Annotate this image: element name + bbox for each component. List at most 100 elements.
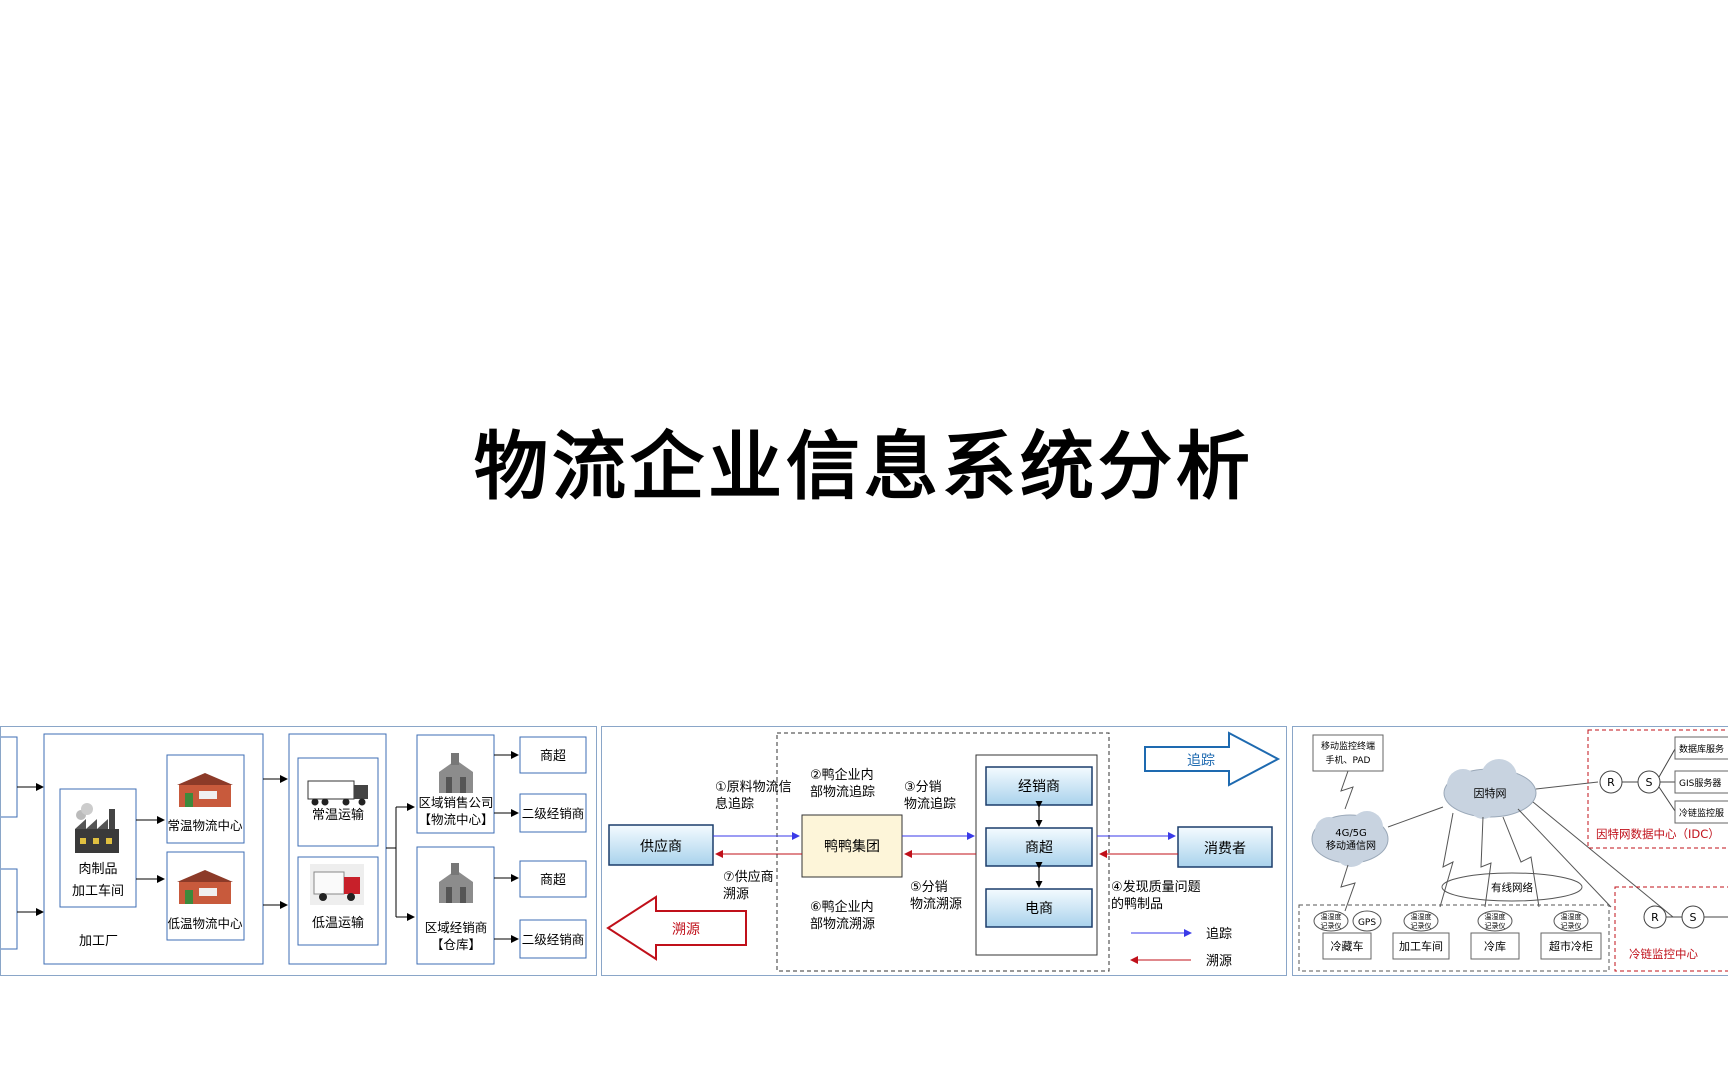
step5-line2: 物流溯源 bbox=[910, 896, 962, 912]
group-label: 鸭鸭集团 bbox=[824, 838, 880, 855]
ecommerce-label: 电商 bbox=[1025, 901, 1053, 917]
trace-flow-diagram: 供应商 鸭鸭集团 经销商 商超 电商 消费者 ①原料物流信 息追踪 ②鸭企业内 … bbox=[601, 726, 1287, 976]
idc-gis-label: GIS服务器 bbox=[1679, 777, 1721, 789]
recorder-1 bbox=[1313, 910, 1349, 932]
recorder-2-line1: 温湿度 bbox=[1411, 912, 1432, 921]
secondary-dealer-box-b bbox=[519, 919, 587, 959]
recorder-2-line2: 记录仪 bbox=[1411, 922, 1432, 930]
regional-sales-box bbox=[416, 734, 495, 834]
secondary-dealer-b-label: 二级经销商 bbox=[522, 932, 585, 947]
recorder-3 bbox=[1477, 910, 1513, 932]
mobile-network-line1: 4G/5G bbox=[1335, 828, 1367, 839]
secondary-dealer-a-label: 二级经销商 bbox=[522, 806, 585, 821]
supermarket-label: 商超 bbox=[1025, 840, 1053, 856]
supermarket-box-b bbox=[519, 860, 587, 898]
idc-cold-box bbox=[1674, 800, 1728, 824]
mobile-network-line2: 移动通信网 bbox=[1326, 839, 1376, 852]
idc-router-label: R bbox=[1607, 776, 1615, 789]
cold-center-box bbox=[166, 851, 245, 941]
regional-sales-line2: 【物流中心】 bbox=[418, 812, 493, 827]
recorder-4-line2: 记录仪 bbox=[1561, 922, 1582, 930]
recorder-1-line1: 温湿度 bbox=[1321, 912, 1342, 921]
mobile-terminal-line2: 手机、PAD bbox=[1326, 754, 1371, 766]
big-trace-label: 追踪 bbox=[1187, 753, 1215, 769]
dealer-label: 经销商 bbox=[1018, 779, 1060, 795]
regional-dealer-line2: 【仓库】 bbox=[431, 937, 481, 952]
wired-network-label: 有线网络 bbox=[1491, 881, 1533, 894]
cold-center-area bbox=[1614, 886, 1728, 972]
cold-transport-label: 低温运输 bbox=[312, 915, 364, 931]
ambient-transport-box bbox=[297, 757, 379, 847]
gps-label: GPS bbox=[1358, 918, 1376, 928]
wired-network bbox=[1441, 872, 1583, 902]
secondary-dealer-box-a bbox=[519, 793, 587, 833]
ecommerce-box bbox=[985, 888, 1093, 928]
truck-icon bbox=[307, 780, 368, 806]
step7-line2: 溯源 bbox=[723, 886, 749, 902]
big-trace-arrow: 追踪 bbox=[1144, 731, 1281, 787]
idc-db-label: 数据库服务 bbox=[1679, 743, 1724, 755]
consumer-box bbox=[1177, 826, 1273, 868]
idc-gis-box bbox=[1674, 770, 1728, 794]
big-source-label: 溯源 bbox=[672, 922, 700, 938]
cold-router-label: R bbox=[1651, 911, 1659, 924]
supermarket-a-label: 商超 bbox=[540, 749, 566, 764]
ambient-center-label: 常温物流中心 bbox=[167, 818, 243, 833]
idc-cold-label: 冷链监控服 bbox=[1679, 807, 1724, 819]
mobile-network-cloud bbox=[1311, 811, 1389, 867]
recorder-1-line2: 记录仪 bbox=[1321, 922, 1342, 930]
consumer-label: 消费者 bbox=[1204, 841, 1246, 857]
idc-label: 因特网数据中心（IDC） bbox=[1596, 827, 1720, 841]
cold-switch-label: S bbox=[1690, 911, 1697, 924]
recorder-4 bbox=[1553, 910, 1589, 932]
cold-transport-box bbox=[297, 856, 379, 946]
supply-chain-diagram: 加工厂 肉制品 加工车间 常温物流中心 低温物流中心 bbox=[0, 726, 597, 976]
recorder-4-line1: 温湿度 bbox=[1561, 912, 1582, 921]
step3-line1: ③分销 bbox=[904, 780, 942, 795]
supermarket-box-a bbox=[519, 736, 587, 774]
step1-line1: ①原料物流信 bbox=[715, 780, 792, 795]
site-coldstore-box bbox=[1470, 932, 1520, 960]
cut-box-bottom bbox=[1, 868, 18, 950]
group-box bbox=[801, 814, 903, 878]
recorder-3-line2: 记录仪 bbox=[1485, 922, 1506, 930]
step5-line1: ⑤分销 bbox=[910, 880, 948, 895]
workshop-box bbox=[59, 788, 137, 908]
wireless-link-bottom bbox=[1340, 864, 1356, 912]
recorder-2 bbox=[1403, 910, 1439, 932]
step6-line1: ⑥鸭企业内 bbox=[810, 899, 874, 915]
site-cabinet-label: 超市冷柜 bbox=[1549, 939, 1593, 953]
warehouse-icon bbox=[177, 773, 233, 807]
site-coldstore-label: 冷库 bbox=[1484, 940, 1506, 953]
regional-dealer-box bbox=[416, 846, 495, 965]
big-source-arrow: 溯源 bbox=[606, 895, 747, 961]
step4-line1: ④发现质量问题 bbox=[1111, 879, 1201, 895]
transport-box bbox=[288, 733, 387, 965]
factory-icon bbox=[75, 803, 119, 853]
step4-line2: 的鸭制品 bbox=[1111, 896, 1163, 912]
internet-cloud bbox=[1443, 759, 1537, 819]
building-icon bbox=[439, 753, 473, 793]
regional-sales-line1: 区域销售公司 bbox=[418, 795, 493, 810]
step3-line2: 物流追踪 bbox=[904, 796, 956, 812]
cold-center-label: 低温物流中心 bbox=[167, 916, 243, 931]
step6-line2: 部物流溯源 bbox=[810, 916, 875, 932]
refrigerated-truck-icon bbox=[310, 864, 364, 905]
enterprise-area bbox=[776, 732, 1110, 972]
gps-device bbox=[1352, 910, 1382, 932]
site-workshop-label: 加工车间 bbox=[1399, 939, 1443, 953]
site-truck-label: 冷藏车 bbox=[1331, 939, 1364, 953]
sites-area bbox=[1298, 904, 1610, 972]
supplier-box bbox=[608, 824, 714, 866]
recorder-3-line1: 温湿度 bbox=[1485, 912, 1506, 921]
supermarket-box bbox=[985, 827, 1093, 867]
step7-line1: ⑦供应商 bbox=[723, 869, 774, 885]
dealer-building-icon bbox=[439, 863, 473, 903]
workshop-line1: 肉制品 bbox=[78, 862, 117, 877]
idc-switch-label: S bbox=[1646, 776, 1653, 789]
cut-box-top bbox=[1, 736, 18, 818]
regional-dealer-line1: 区域经销商 bbox=[425, 920, 488, 935]
legend-trace-label: 追踪 bbox=[1206, 926, 1232, 942]
mobile-terminal-line1: 移动监控终端 bbox=[1321, 740, 1375, 752]
supplier-label: 供应商 bbox=[640, 838, 682, 855]
